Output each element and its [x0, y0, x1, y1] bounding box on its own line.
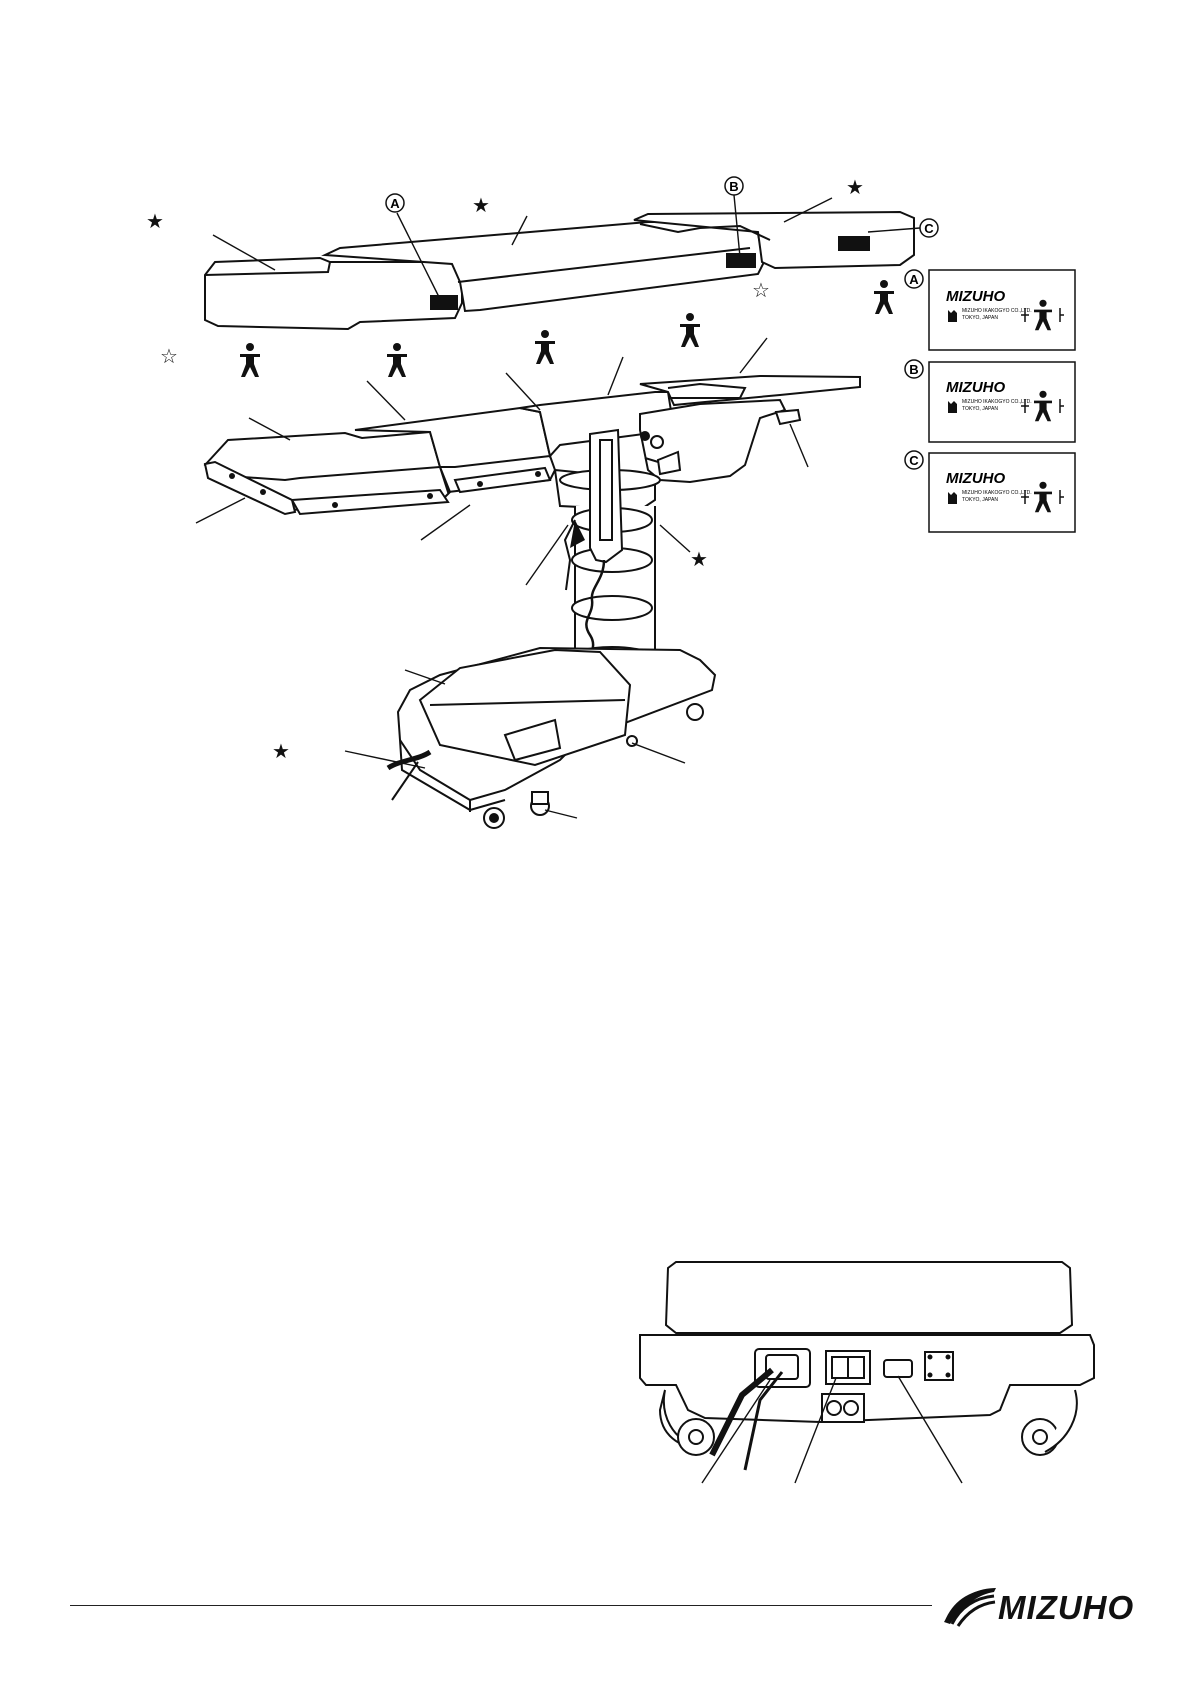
svg-text:B: B [909, 362, 918, 377]
svg-text:MIZUHO IKAKOGYO CO.,LTD.: MIZUHO IKAKOGYO CO.,LTD. [962, 399, 1032, 405]
svg-text:MIZUHO: MIZUHO [946, 288, 1005, 305]
svg-text:MIZUHO: MIZUHO [946, 379, 1005, 396]
label-panel-c: C MIZUHO MIZUHO IKAKOGYO CO.,LTD. TOKYO,… [905, 451, 1075, 532]
svg-text:MIZUHO IKAKOGYO CO.,LTD.: MIZUHO IKAKOGYO CO.,LTD. [962, 490, 1032, 496]
manufacturer-icon [948, 492, 957, 504]
svg-text:C: C [909, 453, 919, 468]
svg-text:TOKYO, JAPAN: TOKYO, JAPAN [962, 497, 998, 503]
footer-rule [70, 1605, 932, 1606]
svg-text:MIZUHO: MIZUHO [946, 470, 1005, 487]
manufacturer-icon [948, 310, 957, 322]
footer-brand: MIZUHO [998, 1589, 1134, 1627]
svg-text:A: A [909, 272, 919, 287]
svg-text:TOKYO, JAPAN: TOKYO, JAPAN [962, 406, 998, 412]
label-panel-a: A MIZUHO MIZUHO IKAKOGYO CO.,LTD. TOKYO,… [905, 270, 1075, 350]
svg-text:TOKYO, JAPAN: TOKYO, JAPAN [962, 315, 998, 321]
manufacturer-icon [948, 401, 957, 413]
svg-text:MIZUHO IKAKOGYO CO.,LTD.: MIZUHO IKAKOGYO CO.,LTD. [962, 308, 1032, 314]
label-panel-b: B MIZUHO MIZUHO IKAKOGYO CO.,LTD. TOKYO,… [905, 360, 1075, 442]
